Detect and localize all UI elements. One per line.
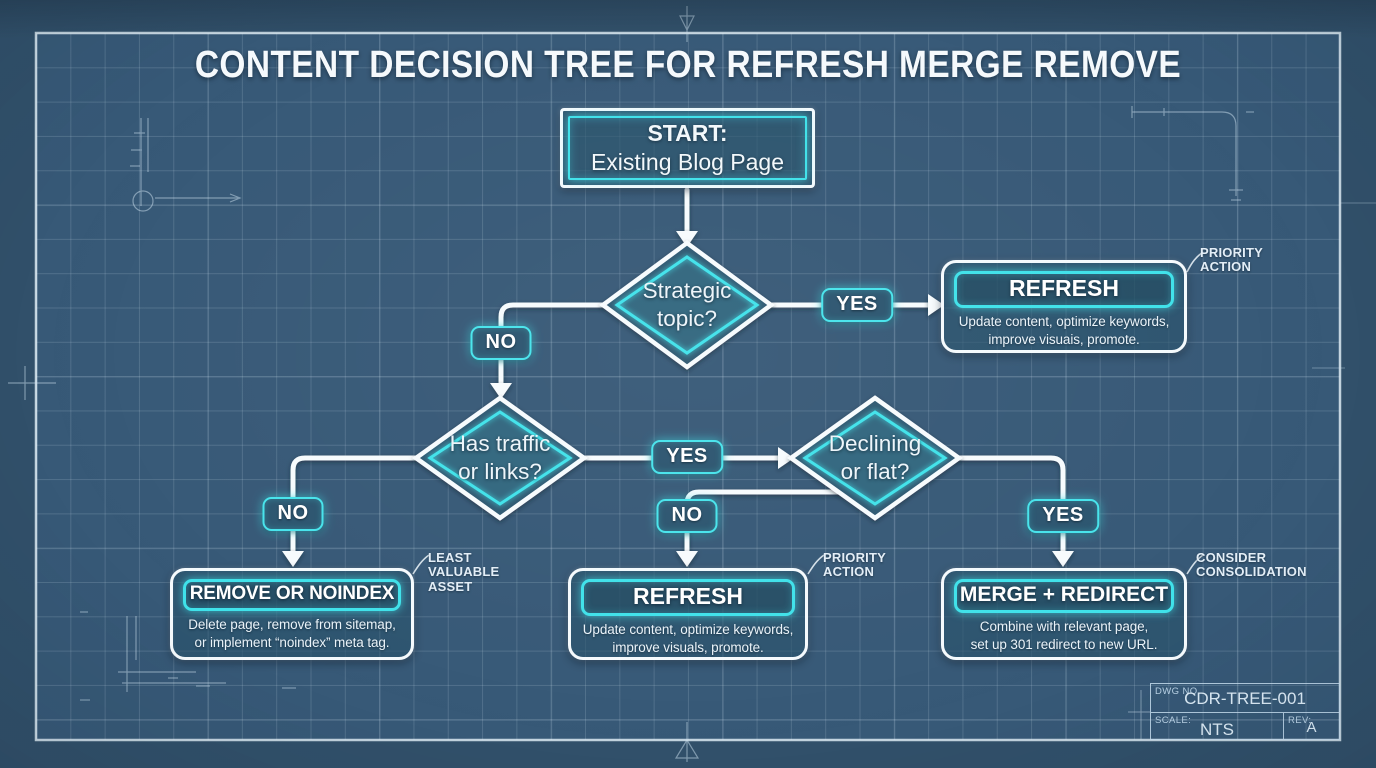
start-node-title: START: bbox=[647, 119, 728, 146]
edge-label-yes-strategic: YES bbox=[821, 288, 893, 322]
decision-has-traffic-shape bbox=[412, 395, 588, 521]
decision-strategic-topic-shape bbox=[599, 240, 775, 370]
action-merge-description: Combine with relevant page, set up 301 r… bbox=[970, 619, 1158, 652]
arrowhead-down-icon bbox=[676, 551, 698, 567]
arrowhead-down-icon bbox=[490, 383, 512, 399]
action-merge-title: MERGE + REDIRECT bbox=[954, 579, 1174, 613]
edge-declining-yes bbox=[952, 455, 1066, 557]
action-node-refresh-bottom: REFRESH Update content, optimize keyword… bbox=[568, 568, 808, 660]
action-refresh-top-description: Update content, optimize keywords, impro… bbox=[958, 314, 1170, 347]
annotation-priority-action-top: PRIORITY ACTION bbox=[1200, 245, 1263, 275]
annotation-consider-consolidation: CONSIDER CONSOLIDATION bbox=[1196, 550, 1307, 580]
dwg-no-value: CDR-TREE-001 bbox=[1184, 689, 1306, 708]
start-node-inner-border: START: Existing Blog Page bbox=[568, 116, 807, 180]
edge-label-yes-traffic: YES bbox=[651, 440, 723, 474]
annotation-leader-lines bbox=[412, 251, 1204, 575]
edge-label-no-strategic: NO bbox=[470, 326, 532, 360]
action-refresh-bottom-description: Update content, optimize keywords, impro… bbox=[582, 622, 794, 655]
annotation-least-valuable-asset: LEAST VALUABLE ASSET bbox=[428, 550, 500, 594]
connector-lines bbox=[290, 187, 1066, 557]
blueprint-decorations bbox=[8, 6, 1376, 762]
action-remove-title: REMOVE OR NOINDEX bbox=[183, 579, 401, 611]
start-node: START: Existing Blog Page bbox=[560, 108, 815, 188]
scale-label: SCALE: bbox=[1155, 715, 1192, 726]
edge-label-no-traffic: NO bbox=[262, 497, 324, 531]
blueprint-frame bbox=[34, 31, 1342, 742]
top-center-tick-icon bbox=[679, 6, 695, 42]
left-center-cross-icon bbox=[8, 366, 56, 400]
scale-value: NTS bbox=[1200, 720, 1234, 739]
arrowhead-right-icon bbox=[778, 447, 794, 469]
rev-label: REV: bbox=[1288, 715, 1312, 726]
action-refresh-top-title: REFRESH bbox=[954, 271, 1174, 308]
decision-declining-label: Declining or flat? bbox=[828, 430, 922, 484]
action-node-remove: REMOVE OR NOINDEX Delete page, remove fr… bbox=[170, 568, 414, 660]
action-refresh-bottom-title: REFRESH bbox=[581, 579, 795, 616]
decision-diamonds bbox=[412, 240, 963, 521]
arrowhead-down-icon bbox=[282, 551, 304, 567]
decision-has-traffic-label: Has traffic or links? bbox=[449, 430, 551, 484]
annotation-priority-action-bottom: PRIORITY ACTION bbox=[823, 550, 886, 580]
edge-label-yes-declining: YES bbox=[1027, 499, 1099, 533]
title-block: DWG NO. CDR-TREE-001 SCALE: NTS REV: A bbox=[1150, 683, 1340, 740]
title-block-scale-cell: SCALE: NTS bbox=[1151, 713, 1284, 739]
edge-traffic-no bbox=[290, 455, 419, 557]
arrowhead-down-icon bbox=[1052, 551, 1074, 567]
bottom-center-tick-icon bbox=[674, 722, 700, 762]
bottom-left-dimension-sketch bbox=[80, 611, 296, 701]
dwg-no-label: DWG NO. bbox=[1155, 686, 1201, 697]
action-node-merge: MERGE + REDIRECT Combine with relevant p… bbox=[941, 568, 1187, 660]
action-node-refresh-top: REFRESH Update content, optimize keyword… bbox=[941, 260, 1187, 353]
rev-value: A bbox=[1306, 719, 1317, 736]
arrowhead-down-icon bbox=[676, 231, 698, 247]
arrowheads bbox=[282, 231, 1074, 567]
arrowhead-right-icon bbox=[928, 294, 944, 316]
start-node-subtitle: Existing Blog Page bbox=[590, 149, 785, 175]
title-block-dwg-row: DWG NO. CDR-TREE-001 bbox=[1151, 684, 1339, 713]
title-block-rev-cell: REV: A bbox=[1284, 713, 1339, 739]
decision-declining-shape bbox=[787, 395, 963, 521]
page-title: CONTENT DECISION TREE FOR REFRESH MERGE … bbox=[194, 44, 1182, 86]
edge-label-no-declining: NO bbox=[656, 499, 718, 533]
top-right-dimension-sketch bbox=[1131, 106, 1254, 201]
decision-strategic-topic-label: Strategic topic? bbox=[642, 277, 732, 331]
action-remove-description: Delete page, remove from sitemap, or imp… bbox=[188, 617, 396, 650]
edge-strategic-no bbox=[498, 302, 606, 389]
top-left-dimension-sketch bbox=[130, 118, 242, 212]
